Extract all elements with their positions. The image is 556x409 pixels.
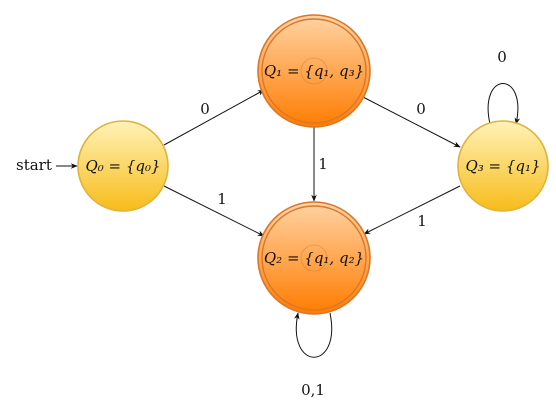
state-q2: Q₂ = {q₁, q₂} [257, 201, 371, 315]
transition-arrow-q0-q2 [163, 185, 265, 237]
state-label-q3: Q₃ = {q₁} [465, 157, 540, 175]
transition-label-q1-q3: 0 [416, 100, 426, 118]
state-label-q1: Q₁ = {q₁, q₃} [264, 62, 364, 80]
state-q1: Q₁ = {q₁, q₃} [257, 14, 371, 128]
accepting-ring-q2 [261, 205, 367, 311]
state-label-q0: Q₀ = {q₀} [85, 157, 160, 175]
inner-mark-q2 [300, 244, 328, 272]
state-circle-q2 [257, 201, 371, 315]
inner-mark-q1 [300, 57, 328, 85]
transition-label-q2-q2: 0,1 [301, 381, 325, 399]
transition-label-q3-q3: 0 [497, 48, 507, 66]
transition-arrow-q3-q2 [363, 185, 461, 235]
start-label: start [16, 156, 52, 174]
transition-arrow-q3-q3 [487, 83, 521, 125]
state-q3: Q₃ = {q₁} [457, 120, 549, 212]
transition-arrow-q2-q2 [294, 312, 333, 358]
transition-label-q0-q2: 1 [217, 190, 227, 208]
state-circle-q1 [257, 14, 371, 128]
state-label-q2: Q₂ = {q₁, q₂} [264, 249, 364, 267]
state-circle-q0 [77, 120, 169, 212]
transition-label-q3-q2: 1 [417, 212, 427, 230]
transition-label-q1-q2: 1 [318, 155, 328, 173]
transition-arrow-q0-q1 [163, 89, 265, 146]
transition-arrow-q1-q3 [362, 96, 461, 148]
transition-label-q0-q1: 0 [200, 100, 210, 118]
accepting-ring-q1 [261, 18, 367, 124]
state-q0: Q₀ = {q₀} [77, 120, 169, 212]
state-circle-q3 [457, 120, 549, 212]
